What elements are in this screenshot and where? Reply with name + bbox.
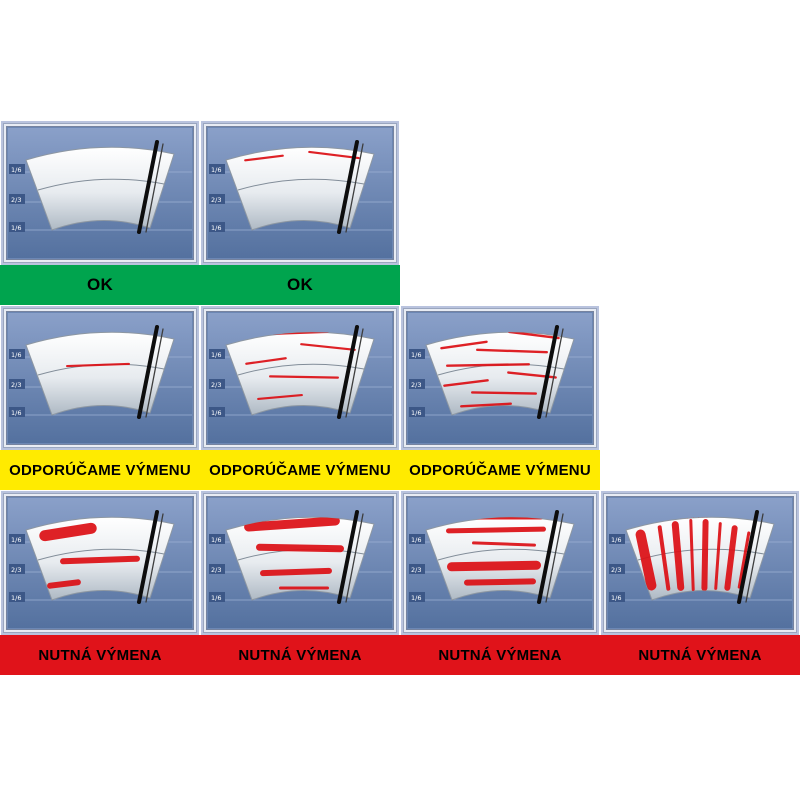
- status-label-bar: NUTNÁ VÝMENA: [0, 635, 200, 675]
- wear-cell: 1/6 2/3 1/6 NUTNÁ VÝMENA: [200, 490, 400, 675]
- svg-text:1/6: 1/6: [611, 594, 621, 602]
- wiper-panel-illustration: 1/6 2/3 1/6: [408, 313, 592, 443]
- svg-text:1/6: 1/6: [11, 351, 21, 359]
- wiper-panel-frame: 1/6 2/3 1/6: [7, 497, 193, 629]
- svg-text:1/6: 1/6: [411, 536, 421, 544]
- svg-text:1/6: 1/6: [11, 536, 21, 544]
- svg-text:ratter ratter ratter: ratter ratter ratter: [654, 511, 719, 522]
- wear-cell: 1/6 2/3 1/6 ODPORÚČAME VÝMENU: [400, 305, 600, 490]
- wear-cell: 1/6 2/3 1/6 OK: [200, 120, 400, 305]
- wiper-panel-frame: 1/6 2/3 1/6: [7, 312, 193, 444]
- wiper-panel-frame: 1/6 2/3 1/6: [207, 127, 393, 259]
- svg-text:2/3: 2/3: [11, 566, 21, 574]
- wear-cell: 1/6 2/3 1/6 NUTNÁ VÝMENA: [400, 490, 600, 675]
- status-label-bar: NUTNÁ VÝMENA: [200, 635, 400, 675]
- wiper-panel-illustration: 1/6 2/3 1/6 ratter ratter ratter: [608, 498, 792, 628]
- svg-text:1/6: 1/6: [11, 224, 21, 232]
- status-label: NUTNÁ VÝMENA: [638, 646, 762, 664]
- wiper-panel-frame: 1/6 2/3 1/6: [207, 497, 393, 629]
- svg-text:1/6: 1/6: [11, 409, 21, 417]
- wear-cell: 1/6 2/3 1/6 ODPORÚČAME VÝMENU: [200, 305, 400, 490]
- status-label: NUTNÁ VÝMENA: [38, 646, 162, 664]
- wiper-panel-illustration: 1/6 2/3 1/6: [208, 128, 392, 258]
- status-label-bar: ODPORÚČAME VÝMENU: [0, 450, 200, 490]
- wiper-panel-illustration: 1/6 2/3 1/6: [408, 498, 592, 628]
- status-label: ODPORÚČAME VÝMENU: [409, 461, 591, 479]
- status-label-bar: NUTNÁ VÝMENA: [400, 635, 600, 675]
- status-label-bar: OK: [200, 265, 400, 305]
- wiper-panel-frame: 1/6 2/3 1/6: [7, 127, 193, 259]
- svg-text:1/6: 1/6: [211, 224, 221, 232]
- svg-text:1/6: 1/6: [211, 351, 221, 359]
- wiper-panel-illustration: 1/6 2/3 1/6: [208, 313, 392, 443]
- status-label: NUTNÁ VÝMENA: [238, 646, 362, 664]
- svg-text:1/6: 1/6: [211, 536, 221, 544]
- svg-text:2/3: 2/3: [611, 566, 621, 574]
- wiper-panel-illustration: 1/6 2/3 1/6: [8, 128, 192, 258]
- svg-text:1/6: 1/6: [611, 536, 621, 544]
- svg-text:2/3: 2/3: [11, 196, 21, 204]
- status-label: ODPORÚČAME VÝMENU: [209, 461, 391, 479]
- wear-cell: 1/6 2/3 1/6 ratter ratter ratter NUTNÁ VÝM…: [600, 490, 800, 675]
- wiper-panel-frame: 1/6 2/3 1/6: [407, 497, 593, 629]
- wiper-panel-frame: 1/6 2/3 1/6 ratter ratter ratter: [607, 497, 793, 629]
- svg-text:2/3: 2/3: [411, 566, 421, 574]
- svg-text:2/3: 2/3: [411, 381, 421, 389]
- svg-text:1/6: 1/6: [411, 409, 421, 417]
- wiper-panel-frame: 1/6 2/3 1/6: [407, 312, 593, 444]
- wear-cell: 1/6 2/3 1/6 OK: [0, 120, 200, 305]
- svg-text:1/6: 1/6: [11, 166, 21, 174]
- wear-cell: 1/6 2/3 1/6 NUTNÁ VÝMENA: [0, 490, 200, 675]
- wiper-panel-illustration: 1/6 2/3 1/6: [208, 498, 392, 628]
- wiper-panel-frame: 1/6 2/3 1/6: [207, 312, 393, 444]
- svg-text:2/3: 2/3: [211, 566, 221, 574]
- status-label-bar: ODPORÚČAME VÝMENU: [200, 450, 400, 490]
- status-label: OK: [87, 275, 113, 294]
- wiper-panel-illustration: 1/6 2/3 1/6: [8, 313, 192, 443]
- status-label: OK: [287, 275, 313, 294]
- status-label-bar: OK: [0, 265, 200, 305]
- status-label: NUTNÁ VÝMENA: [438, 646, 562, 664]
- svg-text:1/6: 1/6: [211, 409, 221, 417]
- svg-text:2/3: 2/3: [211, 381, 221, 389]
- svg-text:1/6: 1/6: [11, 594, 21, 602]
- wear-cell: 1/6 2/3 1/6 ODPORÚČAME VÝMENU: [0, 305, 200, 490]
- svg-text:2/3: 2/3: [11, 381, 21, 389]
- svg-text:1/6: 1/6: [411, 594, 421, 602]
- status-label: ODPORÚČAME VÝMENU: [9, 461, 191, 479]
- svg-text:1/6: 1/6: [211, 166, 221, 174]
- svg-text:2/3: 2/3: [211, 196, 221, 204]
- status-label-bar: ODPORÚČAME VÝMENU: [400, 450, 600, 490]
- wiper-panel-illustration: 1/6 2/3 1/6: [8, 498, 192, 628]
- svg-text:1/6: 1/6: [411, 351, 421, 359]
- svg-text:1/6: 1/6: [211, 594, 221, 602]
- status-label-bar: NUTNÁ VÝMENA: [600, 635, 800, 675]
